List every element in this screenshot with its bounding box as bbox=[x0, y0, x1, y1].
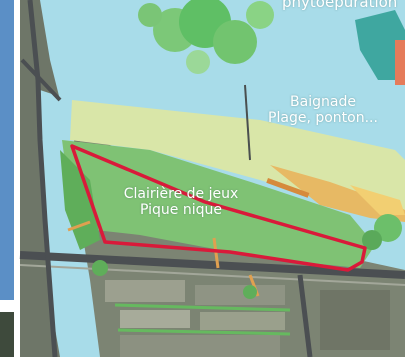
tree-cluster-icon bbox=[362, 230, 382, 250]
tree-cluster-icon bbox=[213, 20, 257, 64]
tree-cluster-icon bbox=[243, 285, 257, 299]
beach-area bbox=[270, 165, 405, 222]
road-edge bbox=[19, 264, 405, 286]
path-marker bbox=[67, 220, 91, 232]
road-link bbox=[20, 58, 62, 102]
tree-cluster-icon bbox=[246, 1, 274, 29]
road-main bbox=[19, 251, 405, 279]
urban-blocks bbox=[105, 274, 390, 357]
tree-cluster-icon bbox=[92, 260, 108, 276]
tree-cluster-icon bbox=[374, 214, 402, 242]
beach-highlight bbox=[350, 185, 405, 215]
picnic-zone-outline[interactable] bbox=[70, 144, 367, 272]
road-south bbox=[297, 274, 313, 357]
phyto-basin bbox=[355, 10, 405, 80]
phyto-edge bbox=[395, 40, 405, 85]
panel-gap bbox=[14, 0, 20, 357]
path-marker bbox=[212, 237, 220, 269]
tree-cluster-icon bbox=[138, 3, 162, 27]
water-channel bbox=[40, 90, 100, 357]
left-panel-edge bbox=[0, 0, 14, 300]
left-panel-photo bbox=[0, 312, 14, 357]
pontoon bbox=[266, 178, 310, 198]
park-green bbox=[62, 140, 375, 268]
tree-strip-left bbox=[60, 150, 100, 250]
tree-cluster-icon bbox=[186, 50, 210, 74]
road-left bbox=[27, 0, 58, 357]
footpath bbox=[244, 84, 251, 161]
